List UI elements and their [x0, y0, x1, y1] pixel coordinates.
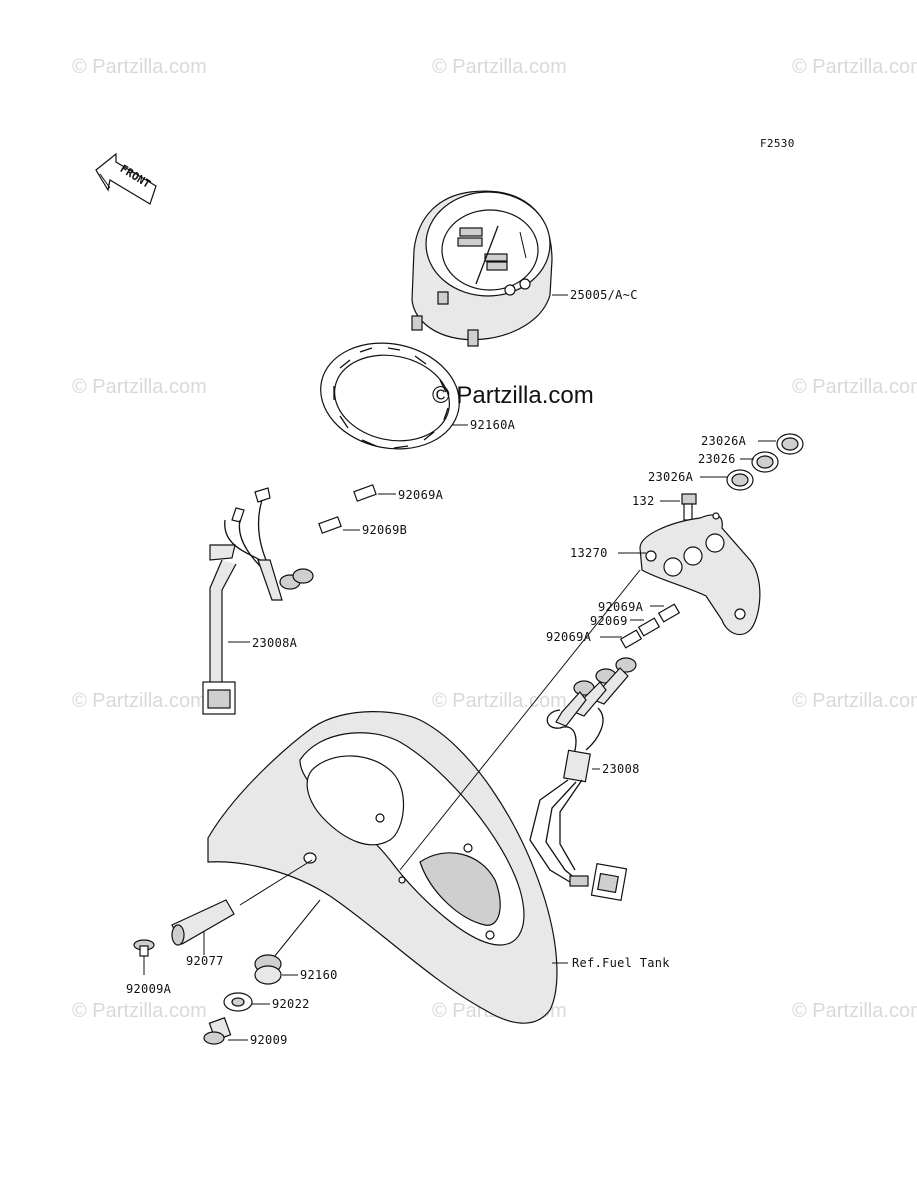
speedometer-part — [411, 190, 568, 347]
part-label-92069[interactable]: 92069 — [590, 614, 628, 628]
watermark: © Partzilla.com — [792, 56, 917, 78]
watermark: © Partzilla.com — [72, 376, 207, 398]
bolt-part — [660, 493, 697, 521]
figure-code: F2530 — [760, 137, 795, 150]
ref-fuel-tank-label[interactable]: Ref.Fuel Tank — [572, 956, 670, 970]
part-label-92160A[interactable]: 92160A — [470, 418, 516, 432]
part-label-23026A[interactable]: 23026A — [648, 470, 694, 484]
part-label-92069A[interactable]: 92069A — [546, 630, 592, 644]
watermark: © Partzilla.com — [432, 56, 567, 78]
watermark: © Partzilla.com — [792, 1000, 917, 1022]
part-label-92022[interactable]: 92022 — [272, 997, 310, 1011]
part-label-132[interactable]: 132 — [632, 494, 655, 508]
part-label-23026A[interactable]: 23026A — [701, 434, 747, 448]
meter-cover-part — [207, 569, 641, 1024]
part-label-92160[interactable]: 92160 — [300, 968, 338, 982]
wire-harness-part — [202, 487, 314, 715]
part-label-23008A[interactable]: 23008A — [252, 636, 298, 650]
rubber-ring-part — [320, 342, 468, 450]
part-label-92009[interactable]: 92009 — [250, 1033, 288, 1047]
part-label-23026[interactable]: 23026 — [698, 452, 736, 466]
watermark: © Partzilla.com — [792, 690, 917, 712]
watermark: © Partzilla.com — [72, 56, 207, 78]
watermark: © Partzilla.com — [72, 690, 207, 712]
bulb-part — [600, 603, 681, 649]
indicator-lens-part — [700, 433, 804, 491]
part-label-92069A[interactable]: 92069A — [598, 600, 644, 614]
wire-harness-part — [529, 657, 637, 902]
part-label-92009A[interactable]: 92009A — [126, 982, 172, 996]
part-label-25005[interactable]: 25005/A~C — [570, 288, 638, 302]
front-arrow-icon: FRONT — [95, 152, 157, 205]
part-label-13270[interactable]: 13270 — [570, 546, 608, 560]
watermark: © Partzilla.com — [432, 690, 567, 712]
center-watermark: © Partzilla.com — [432, 382, 594, 409]
part-label-92077[interactable]: 92077 — [186, 954, 224, 968]
part-label-23008[interactable]: 23008 — [602, 762, 640, 776]
watermark: © Partzilla.com — [792, 376, 917, 398]
part-label-92069B[interactable]: 92069B — [362, 523, 408, 537]
watermark: © Partzilla.com — [72, 1000, 207, 1022]
fastener-part — [133, 899, 298, 1045]
bracket-part — [618, 512, 761, 635]
bulb-part — [318, 484, 396, 534]
part-label-92069A[interactable]: 92069A — [398, 488, 444, 502]
